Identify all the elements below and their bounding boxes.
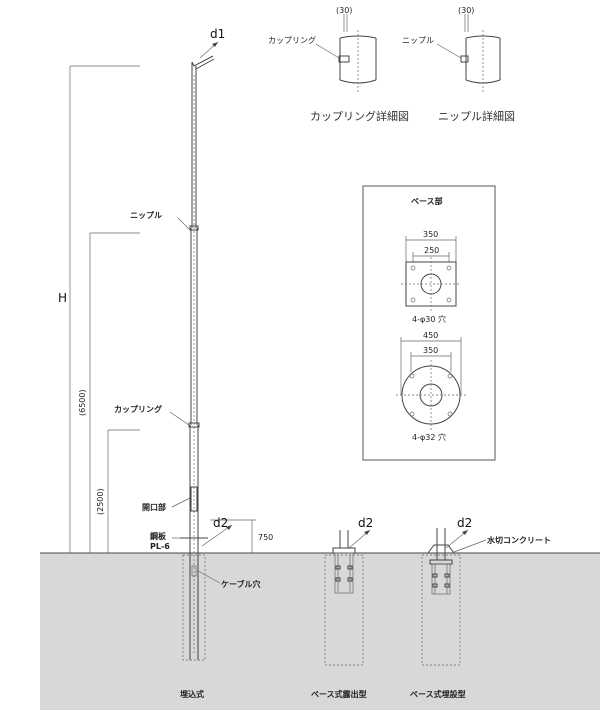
small-base-inner-dim: 250 [424, 246, 439, 255]
large-base-holes: 4-φ32 穴 [412, 432, 446, 442]
dim-2500-label: (2500) [96, 488, 105, 515]
nipple-label: ニップル [130, 210, 162, 220]
coupling-detail-label: カップリング [268, 35, 316, 45]
dimension-lines [69, 65, 256, 553]
nipple-detail [436, 14, 501, 92]
cable-hole-label: ケーブル穴 [221, 579, 261, 589]
small-base-holes: 4-φ30 穴 [412, 314, 446, 324]
d2-leaders [201, 524, 469, 549]
d2-label-buried: d2 [213, 516, 228, 530]
d1-leader [199, 41, 219, 59]
large-base-inner-dim: 350 [423, 346, 438, 355]
base-panel [362, 185, 496, 461]
plate-spec-label: PL-6 [150, 542, 170, 551]
caption-base-buried-type: ベース式埋設型 [410, 689, 466, 699]
coupling-label: カップリング [114, 404, 162, 414]
d1-label: d1 [210, 27, 225, 41]
dim-h-label: H [58, 291, 67, 305]
large-base-outer-dim: 450 [423, 331, 438, 340]
small-base-plate [401, 236, 461, 311]
base-panel-title: ベース部 [411, 196, 443, 206]
d2-label-base-buried: d2 [457, 516, 472, 530]
water-cut-label: 水切コンクリート [486, 535, 551, 545]
nipple-detail-title: ニップル詳細図 [438, 109, 515, 123]
base-exposed-pole [324, 530, 364, 666]
ground-area [40, 553, 600, 710]
coupling-detail [315, 14, 377, 92]
dim-750-label: 750 [258, 533, 273, 542]
small-base-outer-dim: 350 [423, 230, 438, 239]
nipple-detail-dim: (30) [458, 6, 474, 15]
coupling-detail-dim: (30) [336, 6, 352, 15]
base-buried-pole [421, 528, 487, 666]
caption-base-exposed-type: ベース式露出型 [311, 689, 367, 699]
dim-6500-label: (6500) [78, 389, 87, 416]
steel-plate-label: 鋼板 [149, 531, 167, 541]
nipple-detail-label: ニップル [402, 36, 434, 45]
large-base-plate [396, 337, 466, 430]
opening-label: 開口部 [142, 502, 166, 512]
coupling-detail-title: カップリング詳細図 [310, 109, 409, 123]
pole-leaders [169, 217, 221, 584]
caption-buried-type: 埋込式 [180, 689, 204, 699]
d2-label-base-exposed: d2 [358, 516, 373, 530]
